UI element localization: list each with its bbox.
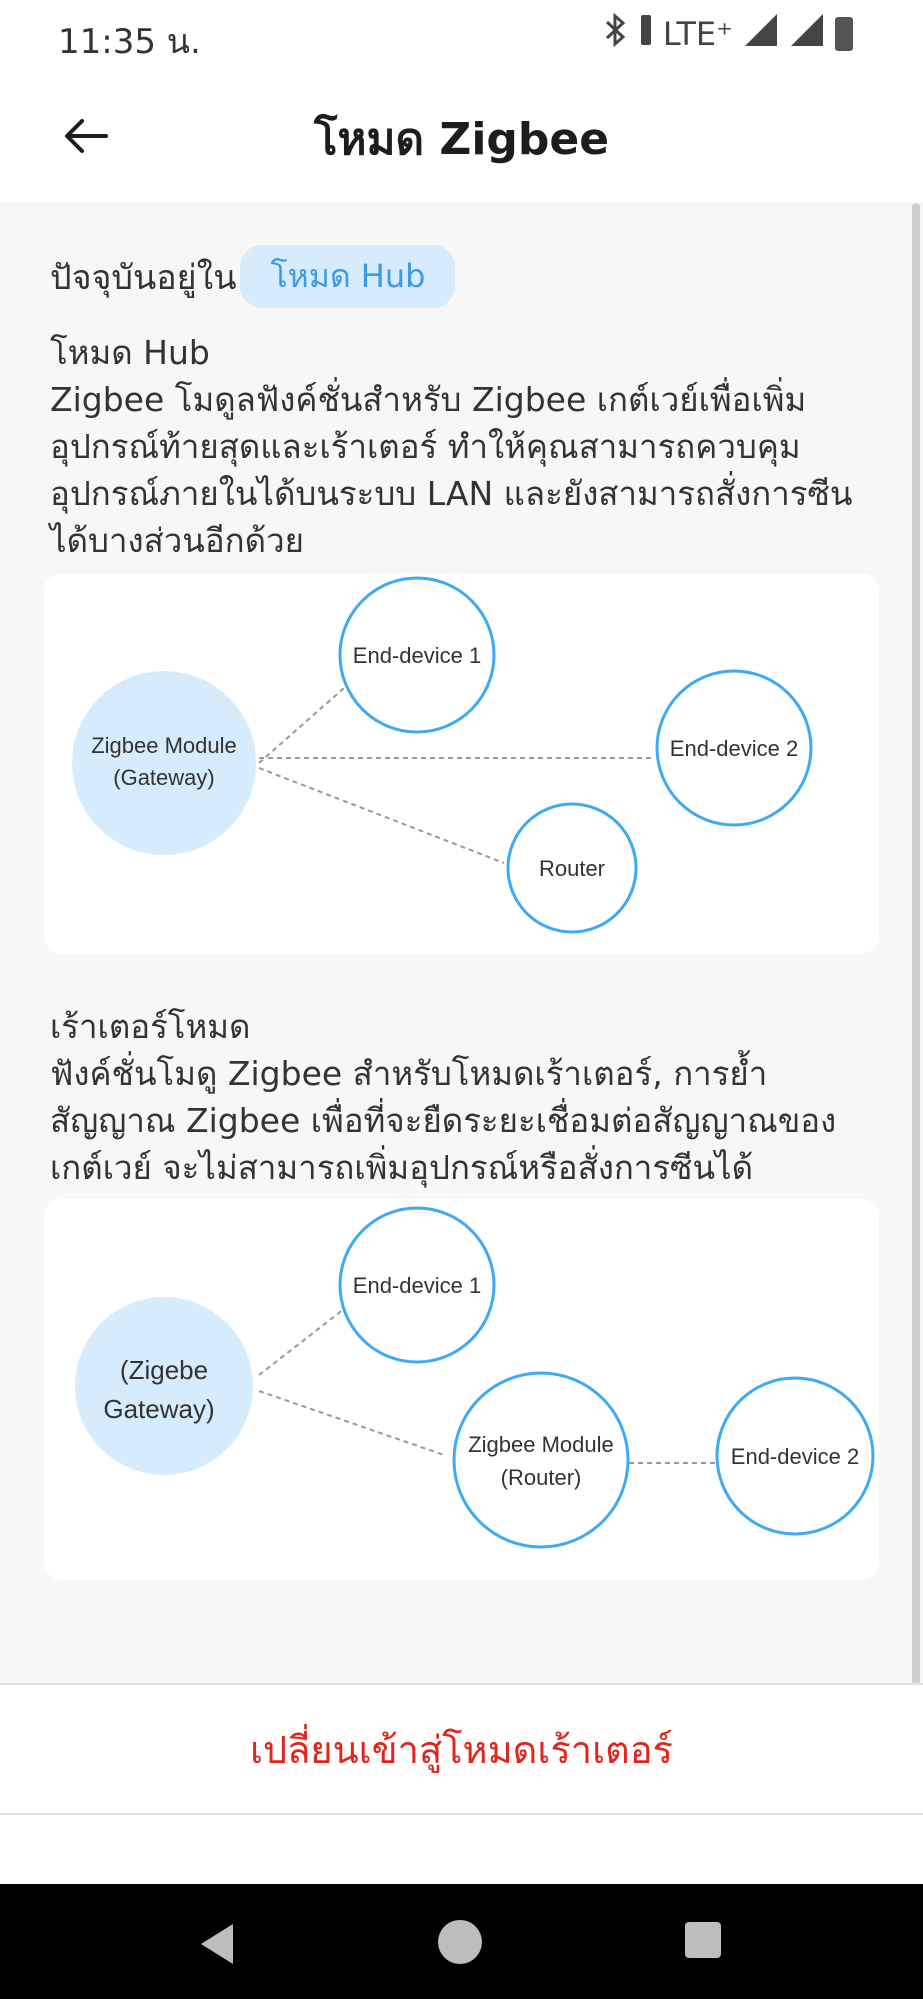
link-gateway-module: [258, 1390, 445, 1456]
status-bar: 11:35 น. LTE⁺: [0, 0, 923, 68]
end-device-2-node: End-device 2: [715, 1376, 875, 1536]
content-area[interactable]: ปัจจุบันอยู่ใน โหมด Hub โหมด Hub Zigbee …: [0, 203, 923, 1873]
status-time: 11:35 น.: [58, 22, 201, 62]
home-circle-icon[interactable]: [438, 1920, 482, 1964]
gateway-node-label-2: (Gateway): [113, 765, 214, 790]
link-gateway-router: [258, 767, 505, 864]
router-section-description: ฟังค์ชั่นโมดู Zigbee สำหรับโหมดเร้าเตอร์…: [50, 1054, 837, 1187]
gateway-node: Zigbee Module (Gateway): [72, 671, 256, 855]
signal-icon: [743, 12, 779, 56]
battery-icon: [835, 17, 853, 51]
current-mode-badge: โหมด Hub: [240, 245, 456, 308]
end-device-2-label: End-device 2: [731, 1444, 859, 1469]
page-title: โหมด Zigbee: [313, 114, 610, 165]
link-gateway-end-device-1: [258, 687, 345, 764]
status-icons: LTE⁺: [603, 12, 853, 56]
hub-section: โหมด Hub Zigbee โมดูลฟังค์ชั่นสำหรับ Zig…: [50, 329, 880, 564]
network-type-label: LTE⁺: [662, 15, 733, 53]
router-mode-diagram: (Zigebe Gateway) End-device 1 Zigbee Mod…: [44, 1199, 879, 1580]
back-triangle-icon[interactable]: [197, 1922, 237, 1966]
hub-section-title: โหมด Hub: [50, 333, 210, 372]
system-nav-bar: [0, 1884, 923, 1999]
gateway-node-label-1: Zigbee Module: [91, 733, 237, 758]
link-gateway-end-device-1: [258, 1308, 345, 1376]
scrollbar[interactable]: [912, 203, 920, 1873]
end-device-1-label: End-device 1: [353, 1273, 481, 1298]
end-device-1-node: End-device 1: [338, 576, 496, 734]
switch-to-router-mode-button[interactable]: เปลี่ยนเข้าสู่โหมดเร้าเตอร์: [250, 1727, 673, 1772]
gateway-node-label-1: (Zigebe: [120, 1355, 208, 1385]
end-device-1-label: End-device 1: [353, 643, 481, 668]
current-mode-row: ปัจจุบันอยู่ใน โหมด Hub: [50, 245, 456, 308]
gateway-node: (Zigebe Gateway): [75, 1297, 253, 1475]
recent-square-icon[interactable]: [685, 1922, 721, 1958]
end-device-1-node: End-device 1: [338, 1206, 496, 1364]
bluetooth-icon: [603, 12, 629, 55]
hub-section-description: Zigbee โมดูลฟังค์ชั่นสำหรับ Zigbee เกต์เ…: [50, 380, 853, 560]
router-section-title: เร้าเตอร์โหมด: [50, 1007, 251, 1046]
router-module-label-2: (Router): [501, 1465, 582, 1490]
divider: [0, 1813, 923, 1815]
current-mode-label: ปัจจุบันอยู่ใน: [50, 257, 237, 298]
end-device-2-label: End-device 2: [670, 736, 798, 761]
back-button[interactable]: [50, 100, 122, 172]
hub-mode-diagram: Zigbee Module (Gateway) End-device 1 End…: [44, 573, 879, 954]
router-section: เร้าเตอร์โหมด ฟังค์ชั่นโมดู Zigbee สำหรั…: [50, 1003, 880, 1191]
app-bar: โหมด Zigbee: [0, 68, 923, 203]
gateway-node-label-2: Gateway): [103, 1394, 214, 1424]
router-label: Router: [539, 856, 605, 881]
arrow-left-icon: [65, 119, 108, 153]
router-node: Router: [506, 802, 638, 934]
router-module-node: Zigbee Module (Router): [452, 1371, 630, 1549]
router-module-label-1: Zigbee Module: [468, 1432, 614, 1457]
divider: [0, 1683, 923, 1685]
signal-icon: [789, 12, 825, 56]
footer-panel: [0, 1683, 923, 1884]
end-device-2-node: End-device 2: [655, 669, 813, 827]
vibrate-icon: [639, 13, 653, 55]
